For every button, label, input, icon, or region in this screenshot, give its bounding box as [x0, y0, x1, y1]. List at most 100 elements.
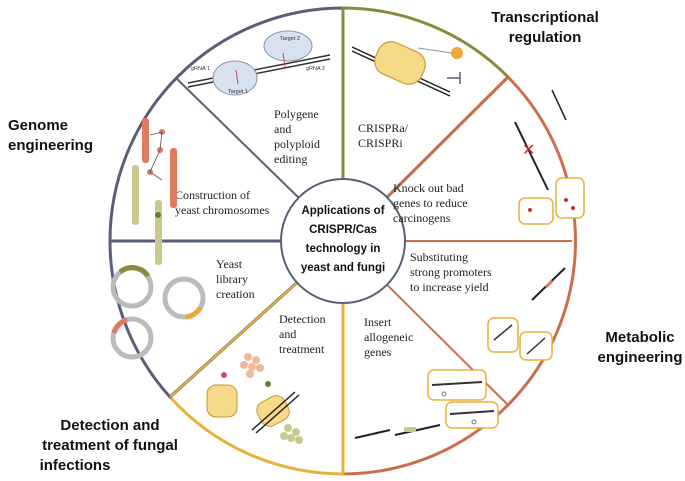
metabolic-sector-outline	[341, 74, 577, 476]
effector-dot	[451, 47, 463, 59]
al-plasmid-1	[441, 391, 447, 397]
seg-allogeneic-1: Insert	[364, 315, 392, 329]
al-plasmid-2	[471, 419, 477, 425]
library-plasmid-2	[162, 276, 206, 320]
detection-sector-outline	[167, 237, 345, 476]
chromosome-2	[132, 165, 139, 225]
library-sector-outline	[108, 239, 347, 400]
ko-cross-icon: ✕	[522, 140, 535, 159]
dcas9-protein	[374, 41, 426, 85]
seg-knockout-2: genes to reduce	[393, 196, 468, 210]
target1-label: Target 1	[228, 89, 248, 95]
pr-cell-1	[487, 317, 519, 353]
pr-inner-2	[526, 337, 546, 355]
seg-knockout-1: Knock out bad	[393, 181, 464, 195]
seg-detect-2: and	[279, 327, 296, 341]
seg-promoters-2: strong promoters	[410, 265, 492, 279]
chromosome-illustration	[132, 118, 177, 265]
al-dna-1	[354, 429, 391, 439]
center-circle	[280, 178, 406, 304]
cas-complex-2	[263, 30, 313, 62]
det-signal-dot	[221, 372, 227, 378]
effector-link	[417, 47, 453, 54]
label-genome-2: engineering	[8, 137, 93, 154]
crispra-illustration	[351, 41, 463, 97]
seg-polygene-2: and	[274, 122, 291, 136]
chromosome-4	[155, 200, 162, 265]
al-dna-2	[394, 424, 441, 436]
label-transcriptional-1: Transcriptional	[491, 9, 599, 26]
library-illustration	[110, 265, 206, 360]
pr-dna-mark	[544, 279, 554, 289]
ko-dna-1	[514, 121, 549, 191]
repress-symbol	[447, 72, 461, 84]
library-plasmid-3-insert	[111, 317, 128, 334]
det-cluster-pink	[240, 353, 264, 378]
grna1-label: gRNA 1	[191, 66, 210, 72]
dna-strand-1	[187, 54, 331, 84]
al-inner-2	[449, 410, 495, 415]
target2-label: Target 2	[280, 36, 300, 42]
seg-library-1: Yeast	[216, 257, 243, 271]
center-line-1: Applications of	[301, 205, 384, 217]
seg-polygene-3: polyploid	[274, 137, 320, 151]
ko-cell-1	[518, 197, 554, 225]
chromosome-1	[142, 118, 149, 163]
al-gene-segment	[404, 427, 416, 432]
genome-sector-outline	[108, 6, 345, 243]
al-inner-1	[431, 381, 483, 386]
library-plasmid-1-insert	[118, 265, 151, 278]
det-yeast-1	[206, 384, 238, 418]
seg-chromosomes-1: Construction of	[175, 188, 250, 202]
seg-knockout-3: carcinogens	[393, 211, 451, 225]
library-plasmid-2-insert	[185, 306, 203, 320]
cas-complex-1	[212, 60, 258, 96]
label-detection-3: infections	[40, 457, 111, 474]
centromere-1	[155, 212, 161, 218]
label-metabolic-1: Metabolic	[605, 329, 674, 346]
label-genome-1: Genome	[8, 117, 68, 134]
ko-dna-2	[551, 89, 567, 121]
detection-illustration	[206, 353, 303, 444]
seg-promoters-3: to increase yield	[410, 280, 489, 294]
ko-dot-3	[571, 206, 575, 210]
det-dna-1	[251, 391, 296, 431]
det-dna-2	[255, 394, 300, 434]
allogeneic-illustration	[354, 369, 499, 439]
library-plasmid-3	[110, 316, 154, 360]
label-detection-2: treatment of fungal	[42, 437, 178, 454]
det-cluster-green	[280, 424, 303, 444]
label-transcriptional-2: regulation	[509, 29, 582, 46]
cut-mark-1	[235, 69, 239, 85]
seg-chromosomes-2: yeast chromosomes	[175, 203, 270, 217]
center-line-3: technology in	[306, 243, 381, 255]
seg-library-3: creation	[216, 287, 255, 301]
polygene-illustration: gRNA 1 gRNA 2 Target 1 Target 2	[187, 30, 331, 96]
label-detection-1: Detection and	[60, 417, 159, 434]
det-marker-dot	[265, 381, 271, 387]
seg-detect-3: treatment	[279, 342, 325, 356]
seg-polygene-1: Polygene	[274, 107, 319, 121]
center-line-2: CRISPR/Cas	[309, 224, 377, 236]
label-metabolic-2: engineering	[597, 349, 682, 366]
seg-detect-1: Detection	[279, 312, 326, 326]
promoter-illustration	[487, 267, 566, 361]
join-lines	[149, 131, 163, 181]
seg-promoters-1: Substituting	[410, 250, 468, 264]
knockout-illustration: ✕	[514, 89, 585, 225]
ko-dot-1	[528, 208, 532, 212]
transcriptional-sector-outline	[341, 6, 511, 245]
seg-polygene-4: editing	[274, 152, 307, 166]
ko-cell-2	[555, 177, 585, 219]
center-line-4: yeast and fungi	[301, 262, 385, 274]
seg-allogeneic-3: genes	[364, 345, 392, 359]
ko-dot-2	[564, 198, 568, 202]
chromosome-3	[170, 148, 177, 208]
sector-outlines	[108, 6, 577, 476]
al-cell-2	[445, 401, 499, 429]
pr-inner-1	[493, 324, 513, 341]
seg-crispra-1: CRISPRa/	[358, 121, 409, 135]
dna-strand-2	[187, 58, 331, 88]
cut-mark-2	[282, 52, 286, 68]
